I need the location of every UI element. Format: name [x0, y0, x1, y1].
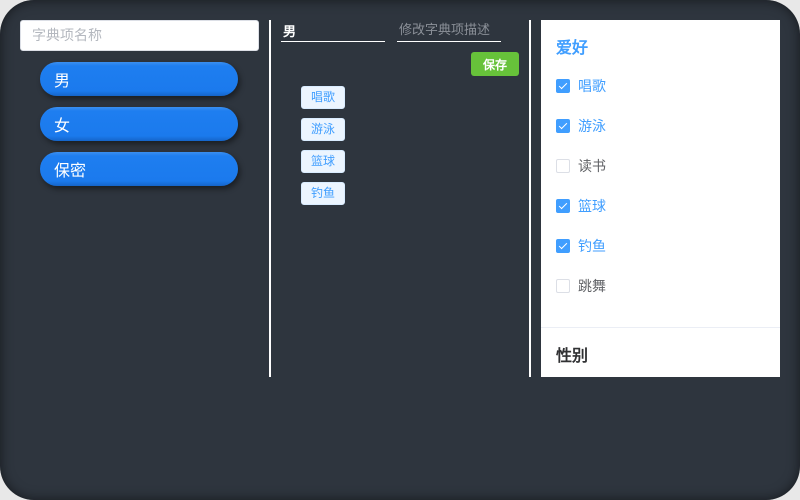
checkbox-unchecked-icon[interactable] [556, 279, 570, 293]
checkbox-basketball[interactable]: 篮球 [556, 196, 606, 216]
dict-item-name-search-input[interactable] [20, 20, 259, 51]
dict-item-button-male[interactable]: 男 [40, 62, 238, 96]
checkbox-read[interactable]: 读书 [556, 156, 606, 176]
save-button[interactable]: 保存 [471, 52, 519, 76]
checkbox-label: 唱歌 [578, 79, 606, 95]
dict-item-button-secret[interactable]: 保密 [40, 152, 238, 186]
checkbox-label: 篮球 [578, 199, 606, 215]
panel-title: 爱好 [556, 38, 589, 57]
checkbox-label: 读书 [578, 159, 606, 175]
checkbox-fishing[interactable]: 钓鱼 [556, 236, 606, 256]
dict-item-name-edit-input[interactable] [281, 20, 385, 42]
hobby-tag: 唱歌 [301, 86, 345, 109]
checkbox-checked-icon[interactable] [556, 79, 570, 93]
section-title-gender: 性别 [556, 346, 589, 365]
column-divider-right [529, 20, 531, 377]
checkbox-unchecked-icon[interactable] [556, 159, 570, 173]
checkbox-label: 游泳 [578, 119, 606, 135]
checkbox-sing[interactable]: 唱歌 [556, 76, 606, 96]
checkbox-dance[interactable]: 跳舞 [556, 276, 606, 296]
checkbox-checked-icon[interactable] [556, 199, 570, 213]
hobby-tag: 游泳 [301, 118, 345, 141]
checkbox-checked-icon[interactable] [556, 119, 570, 133]
hobby-tag: 钓鱼 [301, 182, 345, 205]
dict-item-description-input[interactable] [397, 20, 501, 42]
checkbox-swim[interactable]: 游泳 [556, 116, 606, 136]
dict-item-button-female[interactable]: 女 [40, 107, 238, 141]
checkbox-checked-icon[interactable] [556, 239, 570, 253]
column-divider-left [269, 20, 271, 377]
checkbox-label: 钓鱼 [578, 239, 606, 255]
checkbox-label: 跳舞 [578, 279, 606, 295]
hobby-tag: 篮球 [301, 150, 345, 173]
hobby-panel: 爱好 唱歌 游泳 读书 篮球 钓鱼 跳舞 性别 [541, 20, 780, 377]
section-divider [541, 327, 780, 328]
